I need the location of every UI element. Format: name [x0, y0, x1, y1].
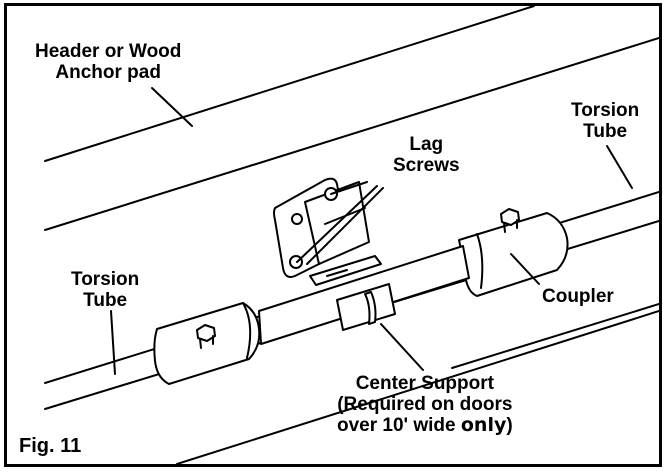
leader-lag-2: [296, 185, 378, 263]
figure-frame: Header or Wood Anchor pad Lag Screws Tor…: [4, 3, 662, 467]
center-support-clip: [336, 283, 396, 331]
figure-label: Fig. 11: [19, 435, 82, 457]
label-torsion-tube-left: Torsion Tube: [71, 269, 140, 311]
label-center-support: Center Support (Required on doors over 1…: [337, 373, 513, 436]
leader-header: [151, 87, 193, 127]
label-lag-screws: Lag Screws: [393, 134, 460, 176]
leader-lag-1: [330, 181, 368, 195]
left-coupler: [153, 302, 261, 385]
label-torsion-tube-right: Torsion Tube: [571, 100, 640, 142]
header-edge-lower: [451, 303, 659, 369]
left-coupler-seam: [242, 302, 252, 359]
header-edge-middle: [44, 37, 659, 231]
assembly-illustration: [44, 6, 659, 464]
bracket-hole: [291, 213, 303, 225]
leader-coupler: [510, 253, 540, 285]
right-coupler-seam: [476, 233, 484, 289]
leader-center-support: [380, 323, 424, 371]
header-edge-bottom: [176, 310, 659, 464]
header-edge-top: [44, 6, 535, 162]
right-coupler: [458, 212, 569, 297]
leader-torsion-left: [110, 310, 116, 375]
leader-torsion-right: [606, 145, 633, 189]
coupler-bolt-left: [196, 324, 216, 342]
coupler-bolt-right: [500, 208, 520, 226]
label-coupler: Coupler: [542, 286, 614, 307]
leader-lag-3: [306, 187, 384, 265]
label-header: Header or Wood Anchor pad: [35, 41, 182, 83]
